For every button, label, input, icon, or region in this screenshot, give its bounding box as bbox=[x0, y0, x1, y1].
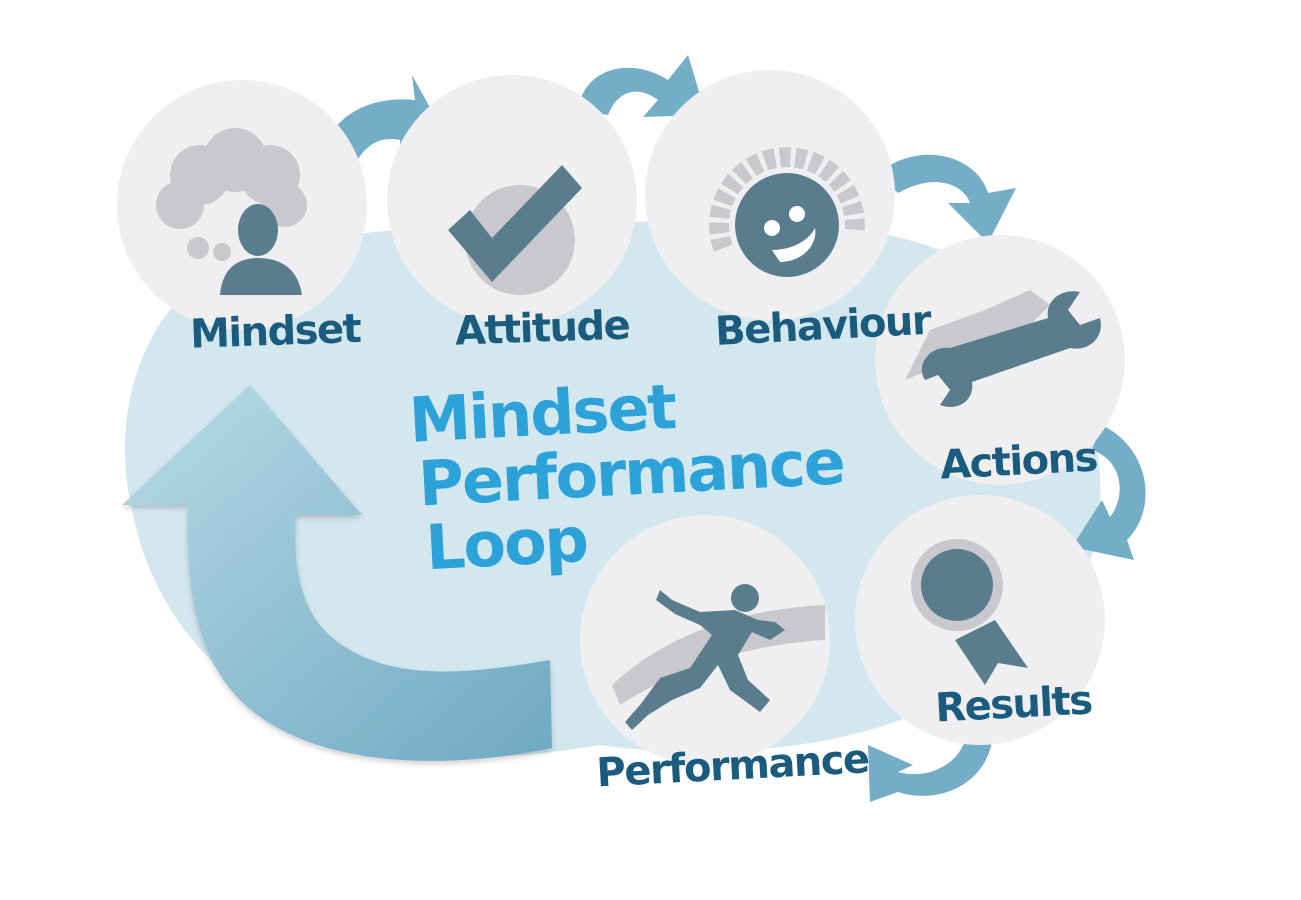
sun-ray-segment bbox=[709, 222, 730, 235]
arrow-results-to-performance bbox=[868, 735, 993, 802]
stage-labels: Mindset Attitude Behaviour Actions Resul… bbox=[189, 298, 1098, 797]
sun-ray-segment bbox=[836, 184, 860, 204]
smiley-face-icon bbox=[709, 147, 865, 277]
arrow-attitude-to-behaviour bbox=[578, 55, 706, 117]
stage-label-mindset: Mindset bbox=[189, 306, 362, 358]
sun-ray-segment bbox=[720, 173, 744, 195]
stage-circle-mindset bbox=[117, 80, 367, 330]
sun-ray-segment bbox=[709, 204, 731, 219]
sprinter-icon bbox=[612, 584, 825, 730]
sun-ray-segment bbox=[842, 200, 865, 216]
stage-label-results: Results bbox=[934, 678, 1093, 732]
sun-ray-segment bbox=[818, 159, 840, 182]
sun-ray-segment bbox=[731, 161, 753, 184]
sun-ray-segment bbox=[828, 170, 851, 192]
sun-ray-segment bbox=[710, 236, 733, 252]
sun-ray-segment bbox=[761, 148, 777, 171]
center-title-line-3: Loop bbox=[424, 503, 589, 584]
stage-label-actions: Actions bbox=[939, 434, 1098, 488]
sun-ray-segment bbox=[806, 151, 825, 175]
center-title: Mindset Performance Loop bbox=[407, 370, 845, 584]
award-ribbon-icon bbox=[911, 539, 1028, 685]
thought-head-icon bbox=[156, 128, 307, 295]
sun-ray-segment bbox=[794, 147, 809, 170]
checkmark-icon bbox=[448, 165, 582, 295]
sun-ray-segment bbox=[745, 153, 765, 176]
big-up-arrow-shape bbox=[122, 385, 552, 761]
arrow-behaviour-to-actions bbox=[878, 154, 1016, 243]
big-return-arrow bbox=[122, 385, 552, 761]
center-title-line-1: Mindset bbox=[407, 370, 678, 457]
arrow-actions-to-results bbox=[1072, 425, 1146, 560]
stage-label-attitude: Attitude bbox=[454, 303, 630, 355]
sun-ray-segment bbox=[713, 188, 736, 207]
wrench-icon bbox=[905, 290, 1101, 408]
stage-label-behaviour: Behaviour bbox=[714, 298, 933, 355]
sun-ray-segment bbox=[844, 218, 865, 231]
sun-ray-segment bbox=[778, 147, 792, 168]
